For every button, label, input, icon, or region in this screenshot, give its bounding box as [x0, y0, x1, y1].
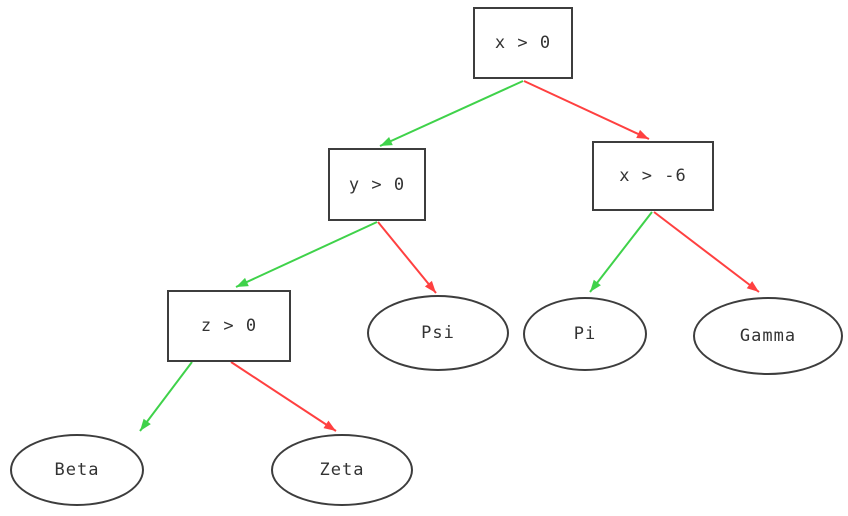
node-x-gt-0: x > 0 [473, 7, 573, 79]
leaf-label: Gamma [739, 326, 797, 346]
node-z-gt-0: z > 0 [167, 290, 291, 362]
edge-root-to-xm6-false [523, 80, 650, 140]
leaf-label: Zeta [319, 460, 365, 480]
edge-z0-to-beta-true [139, 361, 193, 432]
edge-xm6-to-gamma-false [653, 211, 760, 293]
arrowhead-z0-to-beta [140, 418, 151, 431]
leaf-gamma: Gamma [693, 297, 843, 375]
arrowhead-xm6-to-gamma [746, 281, 759, 292]
node-label: z > 0 [200, 316, 258, 336]
arrowhead-root-to-xm6 [636, 129, 649, 139]
node-x-gt-neg6: x > -6 [592, 141, 714, 211]
node-label: y > 0 [348, 174, 406, 195]
node-label: x > 0 [494, 33, 552, 53]
edge-y0-to-psi-false [377, 221, 437, 294]
arrowhead-y0-to-z0 [236, 277, 249, 287]
leaf-psi: Psi [367, 295, 509, 371]
arrowhead-xm6-to-pi [590, 279, 601, 292]
node-label: x > -6 [619, 166, 687, 186]
edge-xm6-to-pi-true [589, 211, 653, 293]
leaf-beta: Beta [10, 434, 144, 506]
edge-y0-to-z0-true [235, 221, 378, 288]
edge-root-to-y0-true [379, 80, 524, 147]
leaf-pi: Pi [523, 297, 647, 371]
node-y-gt-0: y > 0 [328, 148, 426, 221]
arrowhead-y0-to-psi [424, 280, 436, 293]
arrowhead-root-to-y0 [380, 136, 393, 146]
leaf-zeta: Zeta [271, 434, 413, 506]
arrowhead-z0-to-zeta [323, 420, 336, 431]
leaf-label: Beta [54, 460, 100, 480]
edge-z0-to-zeta-false [230, 361, 337, 432]
leaf-label: Pi [573, 324, 597, 344]
leaf-label: Psi [421, 323, 455, 343]
